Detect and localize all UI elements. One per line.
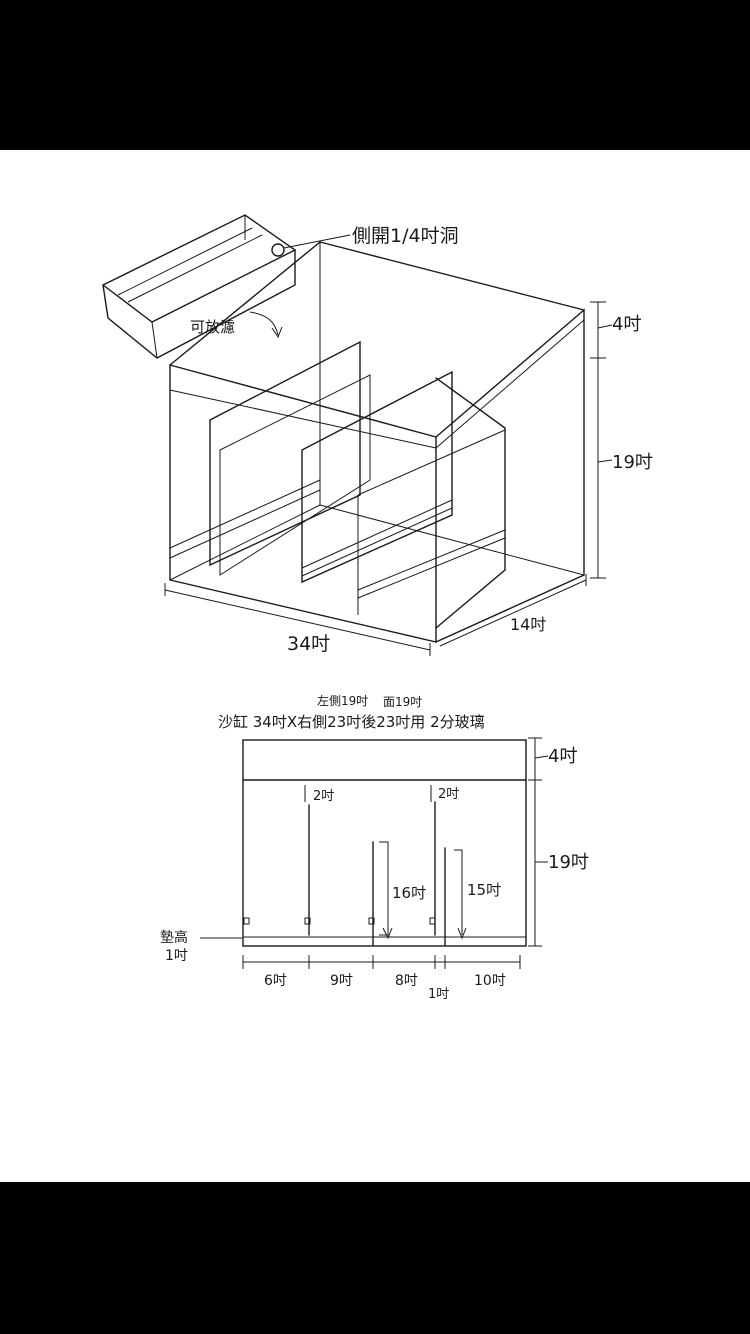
front-header-bottom: 沙缸 34吋X右側23吋後23吋用 2分玻璃 <box>218 713 485 731</box>
segment-label-4: 1吋 <box>428 987 449 1002</box>
baffle-2 <box>301 370 453 584</box>
gap-left-label: 2吋 <box>313 789 334 804</box>
front-height-top-label: 4吋 <box>548 746 577 767</box>
drawing-paper: 側開1/4吋洞 可放濾 4吋 19吋 34吋 14吋 <box>0 150 750 1182</box>
baffle-16-arrow <box>382 927 393 940</box>
tray-arrow <box>249 311 279 336</box>
depth-dim-line <box>439 579 587 647</box>
rail-1a <box>169 479 321 549</box>
baffle-1-inner <box>219 374 371 576</box>
iso-height-main-label: 19吋 <box>612 452 653 473</box>
filter-tray <box>102 214 297 323</box>
segment-label-1: 6吋 <box>264 973 287 989</box>
iso-depth-label: 14吋 <box>510 615 546 634</box>
front-view: 左側19吋 面19吋 沙缸 34吋X右側23吋後23吋用 2分玻璃 4吋 19吋… <box>160 693 589 1002</box>
rail-2a <box>301 499 453 569</box>
tray-arrow-head <box>271 326 283 339</box>
sump-sketch: 側開1/4吋洞 可放濾 4吋 19吋 34吋 14吋 <box>102 214 653 1002</box>
height-top-leader <box>597 324 613 329</box>
tank-right-face <box>435 308 585 643</box>
baffle-15-arrow <box>457 927 467 940</box>
raised-label-2: 1吋 <box>165 948 188 964</box>
rail-3b <box>357 537 506 599</box>
tank-left-bottom <box>169 504 321 581</box>
side-hole-icon <box>271 243 285 257</box>
segment-ticks <box>242 955 521 969</box>
segment-label-2: 9吋 <box>330 973 353 989</box>
baffle-16-bracket <box>379 841 389 936</box>
width-dim-line <box>164 589 431 651</box>
baffle-16-label: 16吋 <box>392 884 426 902</box>
height-main-leader <box>597 459 613 463</box>
side-hole-leader <box>283 234 351 249</box>
rail-1b <box>169 489 321 559</box>
front-tank-outline <box>242 739 527 947</box>
gap-right-label: 2吋 <box>438 787 459 802</box>
isometric-view: 側開1/4吋洞 可放濾 4吋 19吋 34吋 14吋 <box>102 214 653 656</box>
filter-tray-inner-1 <box>117 227 253 296</box>
iso-height-top-label: 4吋 <box>612 314 641 335</box>
baffle-15-label: 15吋 <box>467 881 501 899</box>
baffle-3-top <box>357 429 506 496</box>
baffle-3 <box>435 377 506 629</box>
rail-2b <box>301 507 453 577</box>
baffle-feet <box>243 917 436 925</box>
segment-label-5: 10吋 <box>474 973 506 989</box>
segment-label-3: 8吋 <box>395 973 418 989</box>
tank-back-bottom <box>319 504 585 576</box>
tank-top-back-edge <box>319 241 585 311</box>
water-line-front <box>169 389 437 449</box>
filter-tray-inner-2 <box>127 234 263 303</box>
filter-tray-edge <box>151 321 158 359</box>
tray-label: 可放濾 <box>190 318 235 336</box>
side-hole-label: 側開1/4吋洞 <box>352 225 459 247</box>
baffle-15-bracket <box>454 849 463 935</box>
tank-top-left-edge <box>169 241 321 366</box>
rail-3a <box>357 529 506 591</box>
front-header-top-1: 左側19吋 <box>317 693 368 708</box>
raised-label-1: 墊高 <box>160 929 188 946</box>
water-line-right <box>435 319 585 449</box>
front-header-top-2: 面19吋 <box>383 695 422 709</box>
front-top-leader <box>534 755 549 759</box>
front-height-main-label: 19吋 <box>548 852 589 873</box>
baffle-1 <box>209 340 361 567</box>
iso-width-label: 34吋 <box>287 633 330 655</box>
